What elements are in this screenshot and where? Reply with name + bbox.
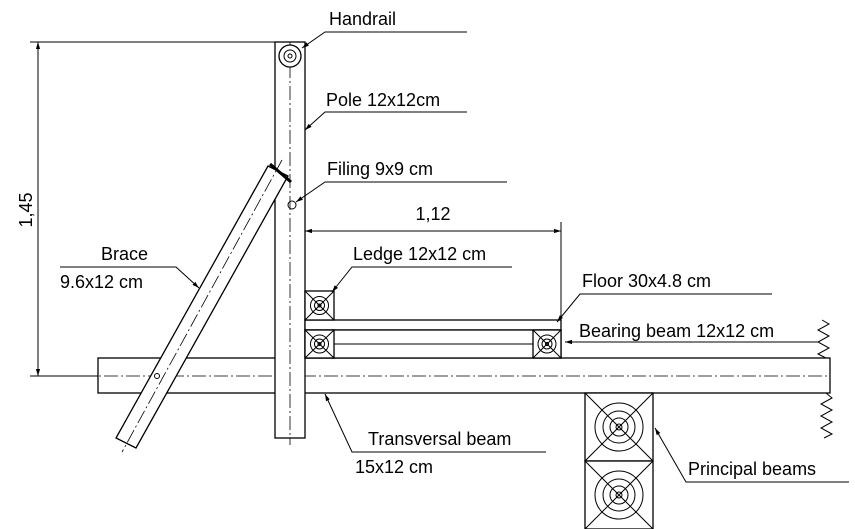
pole-label: Pole 12x12cm xyxy=(326,90,440,110)
filing-label: Filing 9x9 cm xyxy=(327,159,433,179)
principal-beams-label: Principal beams xyxy=(688,459,816,479)
break-line-upper xyxy=(816,319,831,359)
width-dimension: 1,12 xyxy=(304,204,562,320)
ledge-label: Ledge 12x12 cm xyxy=(353,244,486,264)
brace-size-label: 9.6x12 cm xyxy=(60,272,143,292)
width-dimension-label: 1,12 xyxy=(415,204,450,224)
principal-beam-upper xyxy=(584,392,654,462)
height-dimension-label: 1,45 xyxy=(16,192,36,227)
ledge-section xyxy=(304,290,335,321)
filing-peg xyxy=(269,162,297,210)
bearing-beam-section-left xyxy=(304,329,335,359)
transversal-beam-size-label: 15x12 cm xyxy=(355,457,433,477)
bearing-beam-section-right xyxy=(532,329,562,359)
height-dimension: 1,45 xyxy=(16,41,275,377)
principal-beam-lower xyxy=(584,460,654,529)
brace-label: Brace xyxy=(101,244,148,264)
bearing-beam xyxy=(304,329,562,359)
brace xyxy=(115,159,289,453)
handrail-label: Handrail xyxy=(329,9,396,29)
bearing-beam-label: Bearing beam 12x12 cm xyxy=(579,321,774,341)
floor-board xyxy=(304,319,562,331)
floor-label: Floor 30x4.8 cm xyxy=(582,271,711,291)
break-line-lower xyxy=(819,392,834,439)
pole xyxy=(274,41,306,445)
transversal-beam-label: Transversal beam xyxy=(368,429,511,449)
handrail-section xyxy=(278,44,302,68)
transversal-beam xyxy=(60,357,831,394)
